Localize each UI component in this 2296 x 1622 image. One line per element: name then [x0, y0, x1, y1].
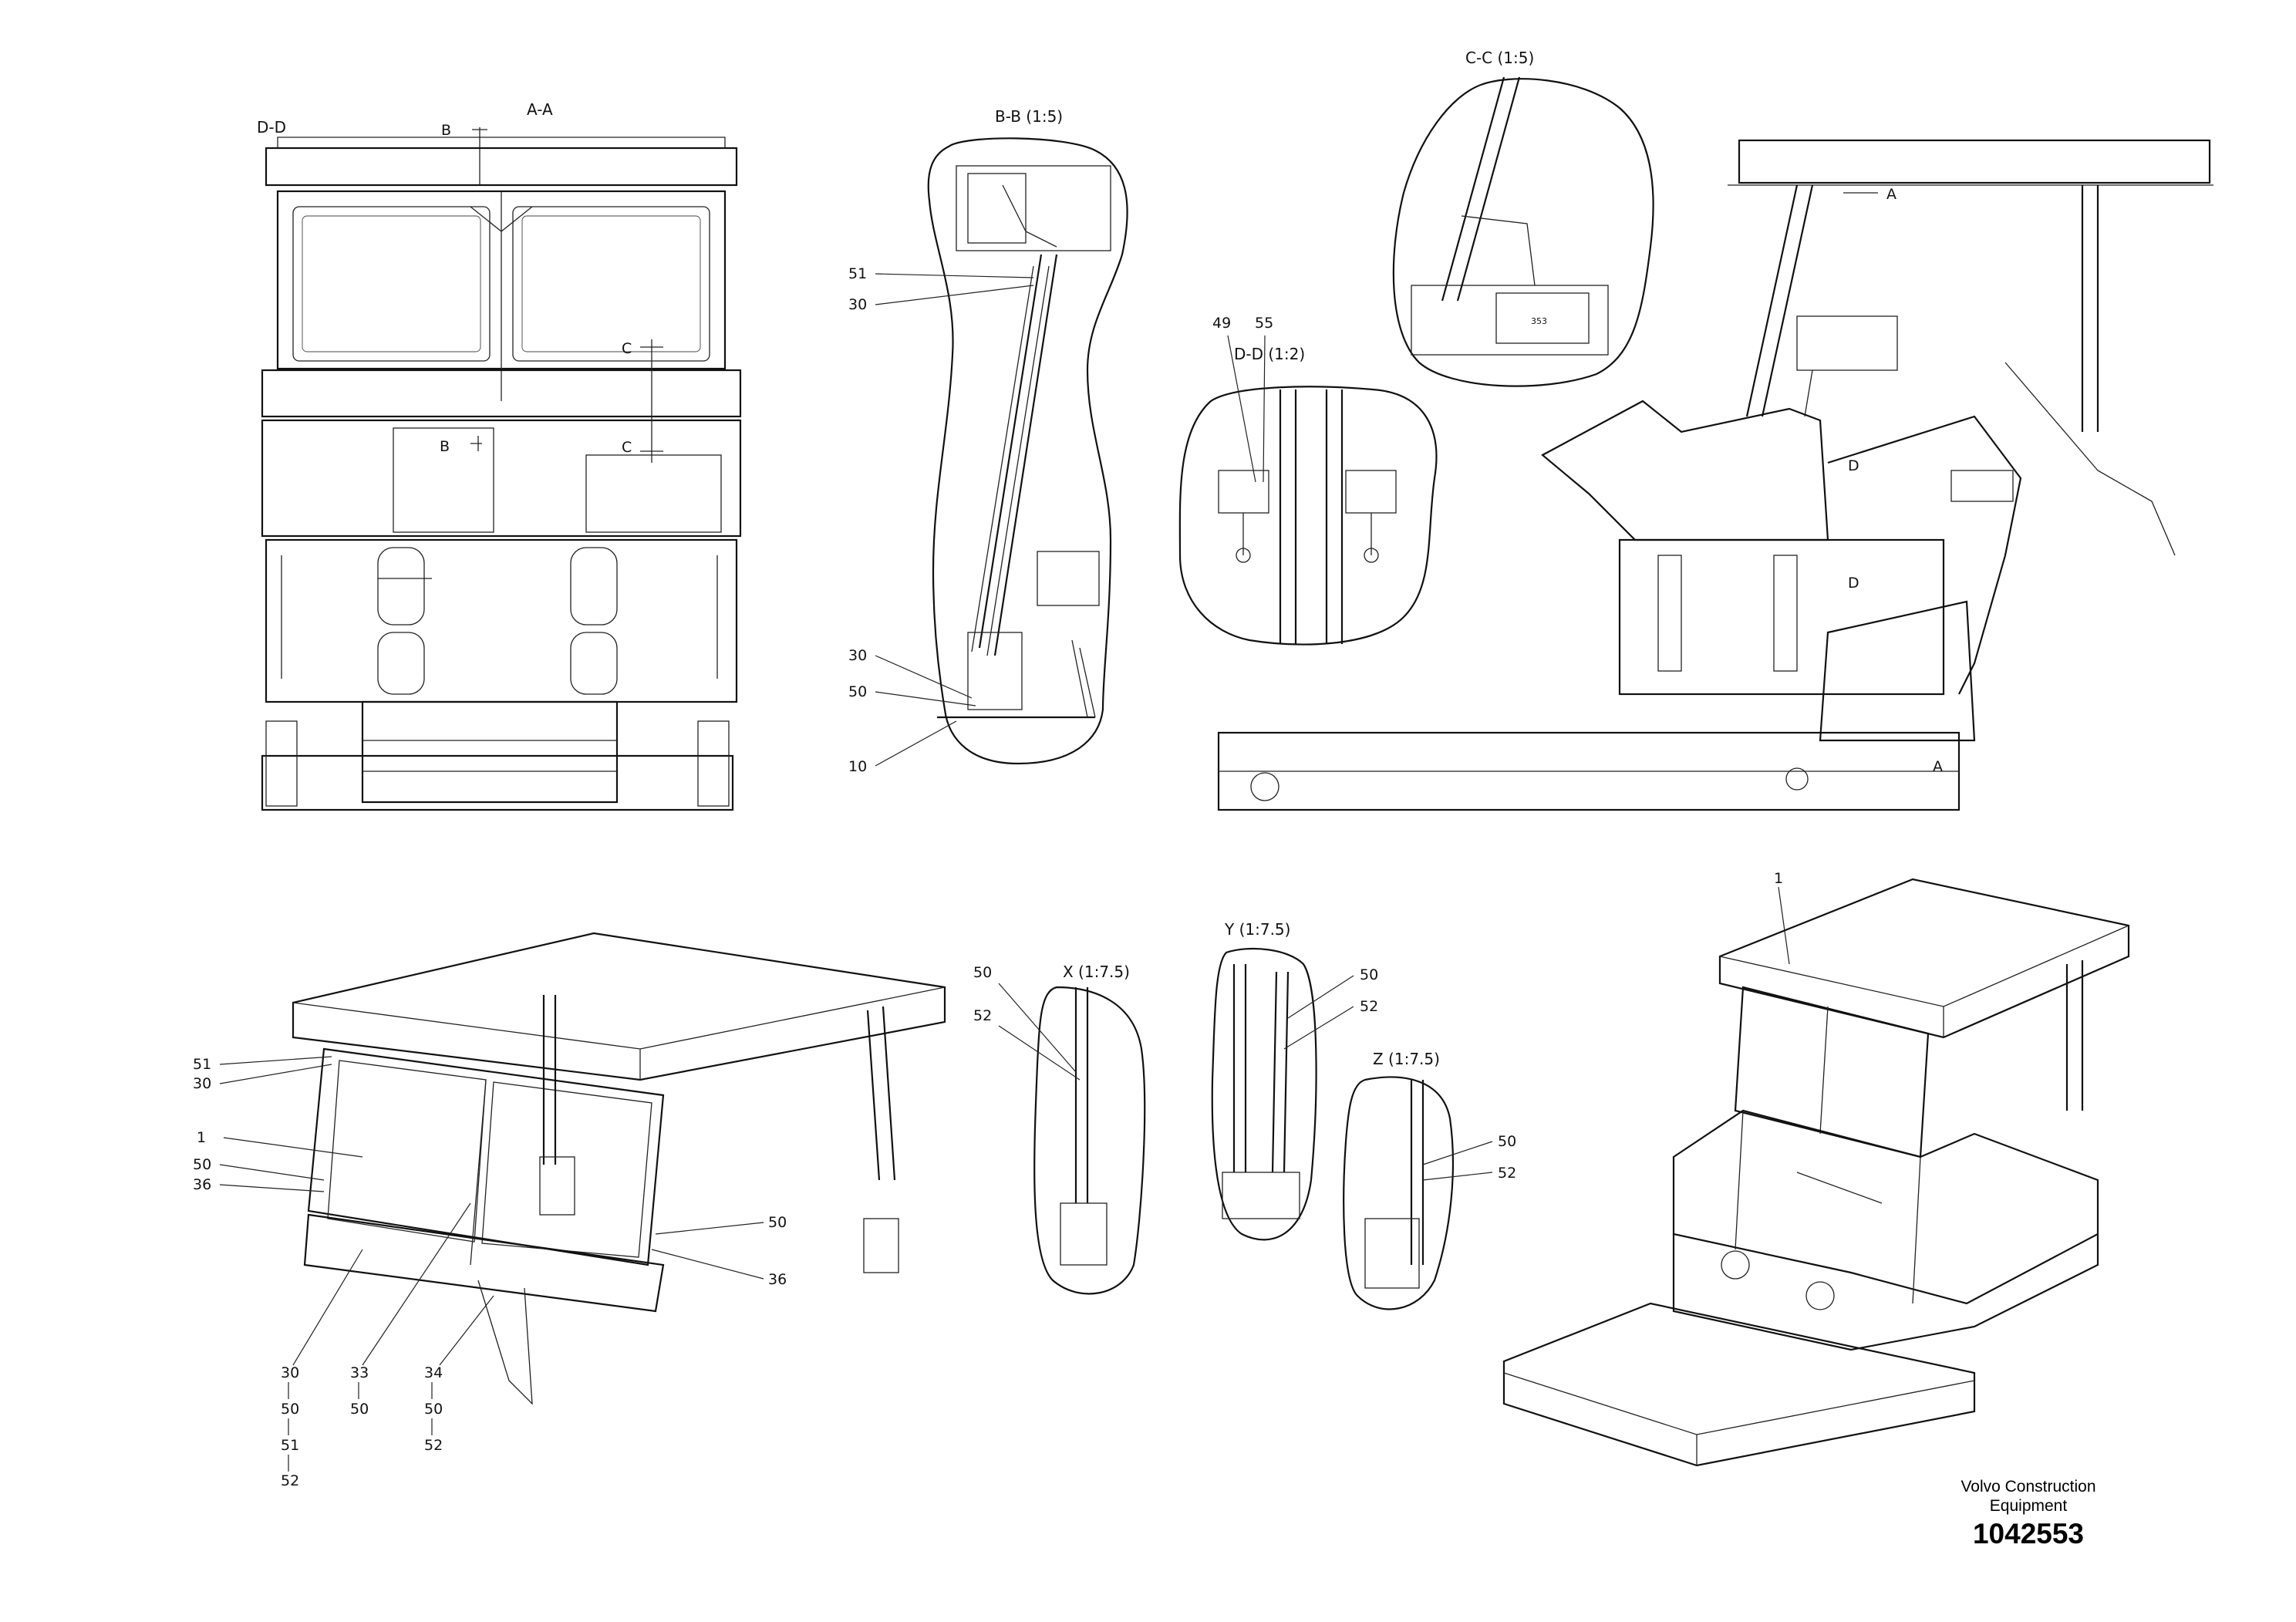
section-dd-detail: D-D (1:2) 49 55 — [1178, 315, 1438, 646]
exploded-item-1: 1 — [197, 1129, 206, 1146]
section-bb-detail: B-B (1:5) 51 30 30 50 10 — [848, 107, 1128, 775]
front-view-mark-c-top: C — [622, 340, 632, 357]
section-bb-item-50: 50 — [848, 683, 867, 700]
section-cc-title: C-C (1:5) — [1465, 49, 1534, 67]
detail-z: Z (1:7.5) 50 52 — [1343, 1050, 1516, 1310]
brand-name: Volvo Construction Equipment — [1940, 1477, 2117, 1516]
detail-z-item-52: 52 — [1498, 1165, 1516, 1182]
stack3-item-52: 52 — [424, 1437, 443, 1454]
detail-y-item-50: 50 — [1360, 966, 1378, 983]
side-view-mark-d-upper: D — [1848, 457, 1859, 474]
side-view-mark-a-bottom: A — [1933, 758, 1943, 775]
front-view-mark-c-bot: C — [622, 439, 632, 456]
front-view-drawing: D-D A-A B B C C — [257, 100, 742, 811]
front-view-mark-b-top: B — [441, 122, 451, 139]
section-bb-item-30-lower: 30 — [848, 647, 867, 664]
detail-y-title: Y (1:7.5) — [1224, 920, 1290, 939]
drawing-number: 1042553 — [1972, 1518, 2085, 1549]
stack3-item-50: 50 — [424, 1401, 443, 1418]
detail-y-item-52: 52 — [1360, 998, 1378, 1015]
brand-name-line2: Equipment — [1989, 1497, 2068, 1515]
stack1-item-30: 30 — [281, 1364, 299, 1381]
section-bb-item-30-upper: 30 — [848, 296, 867, 313]
section-bb-title: B-B (1:5) — [995, 107, 1063, 126]
side-view-mark-a-top: A — [1886, 186, 1896, 203]
stack1-item-51: 51 — [281, 1437, 299, 1454]
section-bb-item-51: 51 — [848, 265, 867, 282]
iso-item-1: 1 — [1774, 870, 1783, 887]
side-view-drawing: A D D A — [1217, 139, 2213, 811]
exploded-item-51: 51 — [193, 1056, 211, 1073]
front-view-label-aa: A-A — [527, 100, 553, 119]
stack3-item-34: 34 — [424, 1364, 443, 1381]
detail-y: Y (1:7.5) 50 52 — [1211, 920, 1378, 1241]
stack2-item-50: 50 — [350, 1401, 369, 1418]
section-cc-plate-text: 353 — [1531, 316, 1547, 326]
detail-x: X (1:7.5) 50 52 — [973, 963, 1146, 1295]
section-dd-title: D-D (1:2) — [1234, 345, 1305, 363]
detail-z-title: Z (1:7.5) — [1373, 1050, 1440, 1068]
exploded-item-50-left: 50 — [193, 1156, 211, 1173]
exploded-item-50-right: 50 — [768, 1214, 787, 1231]
stack1-item-50: 50 — [281, 1401, 299, 1418]
exploded-item-36-right: 36 — [768, 1271, 787, 1288]
stack1-item-52: 52 — [281, 1472, 299, 1489]
section-dd-item-49: 49 — [1212, 315, 1231, 332]
detail-z-item-50: 50 — [1498, 1133, 1516, 1150]
front-view-label-dd: D-D — [257, 118, 286, 137]
isometric-machine-drawing: 1 — [1502, 870, 2130, 1467]
section-cc-detail: C-C (1:5) 353 — [1392, 49, 1654, 387]
detail-x-item-52: 52 — [973, 1007, 992, 1024]
detail-x-title: X (1:7.5) — [1063, 963, 1130, 981]
front-view-mark-b-mid: B — [440, 438, 450, 455]
side-view-mark-d-lower: D — [1848, 575, 1859, 592]
section-bb-item-10: 10 — [848, 758, 867, 775]
stack2-item-33: 33 — [350, 1364, 369, 1381]
section-dd-item-55: 55 — [1255, 315, 1273, 332]
brand-name-line1: Volvo Construction — [1961, 1478, 2096, 1496]
exploded-cab-drawing: 51 30 1 50 36 50 36 30 50 51 52 33 50 34… — [193, 932, 946, 1489]
detail-x-item-50: 50 — [973, 964, 992, 981]
exploded-item-36-left: 36 — [193, 1176, 211, 1193]
exploded-item-30: 30 — [193, 1075, 211, 1092]
